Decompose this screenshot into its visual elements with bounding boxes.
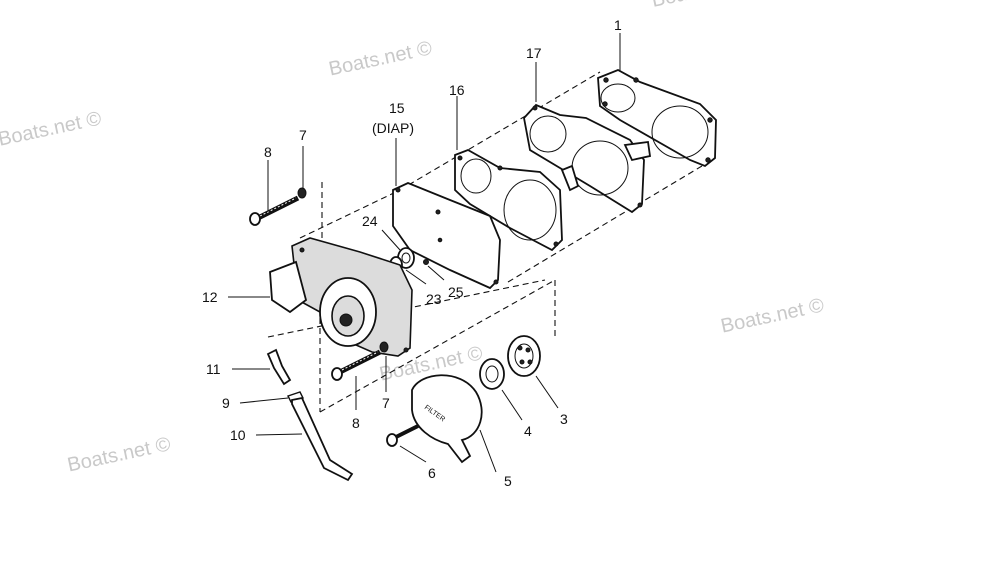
plate-17 [523,103,652,214]
callout-9: 9 [222,395,230,411]
callout-24: 24 [362,213,378,229]
hose-10 [291,396,354,482]
washer-7-top [297,187,307,199]
callout-3: 3 [560,411,568,427]
pump-body-12 [269,237,413,357]
callout-8-top: 8 [264,144,272,160]
fitting-11 [266,348,292,386]
watermark-5: Boats.net © [719,294,826,337]
screw-8-top [249,195,300,226]
callout-5: 5 [504,473,512,489]
callout-16: 16 [449,82,465,98]
watermark-3: Boats.net © [650,0,757,12]
callout-8-bottom: 8 [352,415,360,431]
gasket-16 [454,149,563,252]
watermark-2: Boats.net © [327,37,434,80]
filter-cover-5: FILTER [411,374,483,464]
callout-4: 4 [524,423,532,439]
screen-3 [507,335,541,377]
washer-7-bottom [379,341,389,353]
callout-23: 23 [426,291,442,307]
callout-7-top: 7 [299,127,307,143]
callout-12: 12 [202,289,218,305]
clamp-9 [287,391,304,403]
callout-7-bottom: 7 [382,395,390,411]
callout-6: 6 [428,465,436,481]
ring-4 [479,358,505,390]
screw-6 [386,424,419,447]
leader-lines [228,33,621,473]
callout-11: 11 [206,361,221,377]
watermark-1: Boats.net © [0,107,104,150]
callout-labels: 1 17 16 15 (DIAP) 8 7 24 23 25 12 11 9 1… [202,17,622,489]
watermark-4: Boats.net © [65,433,172,476]
callout-15: 15 [389,100,405,116]
callout-10: 10 [230,427,246,443]
callout-1: 1 [614,17,622,33]
screw-8-bottom [331,349,382,381]
callout-17: 17 [526,45,542,61]
gasket-1 [597,69,717,168]
callout-25: 25 [448,284,464,300]
callout-15-diap: (DIAP) [372,120,414,136]
diaphragm-15 [392,182,501,290]
